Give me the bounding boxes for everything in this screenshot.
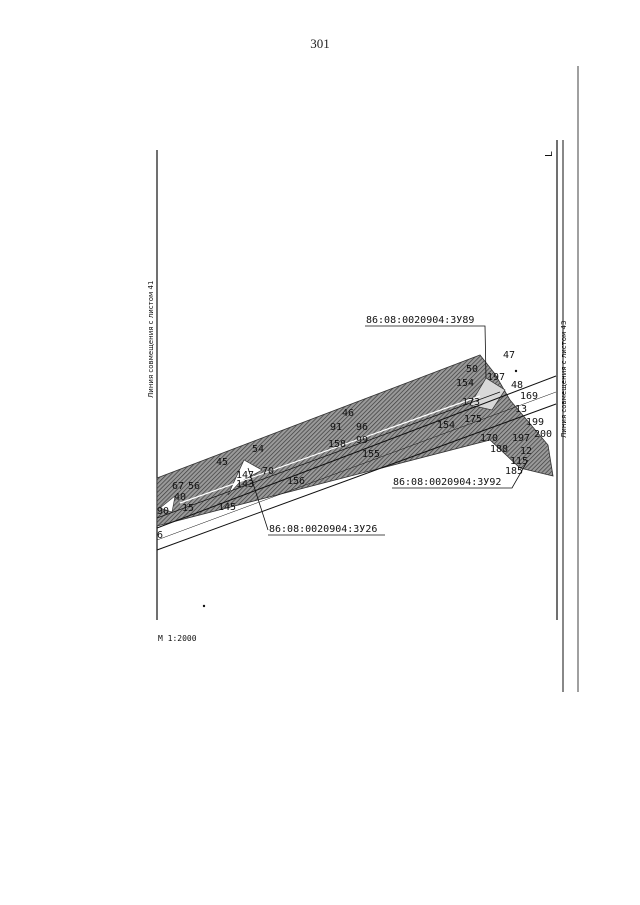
point-label: 197 xyxy=(487,372,505,383)
point-label: 145 xyxy=(218,502,236,513)
point-label: 147 xyxy=(236,470,254,481)
point-label: 185 xyxy=(505,466,523,477)
point-label: 155 xyxy=(362,449,380,460)
parcel-notch-left xyxy=(159,495,176,513)
point-label: 197 xyxy=(512,433,530,444)
point-label: 170 xyxy=(480,433,498,444)
point-label: 50 xyxy=(466,364,478,375)
point-label: 45 xyxy=(216,457,228,468)
point-label: 67 xyxy=(172,481,184,492)
point-label: 143 xyxy=(236,479,254,490)
corner-mark: L xyxy=(544,151,555,157)
cadastral-label-3y89: 86:08:0020904:3У89 xyxy=(366,315,474,326)
strip-line-5 xyxy=(156,391,557,541)
point-label: 12 xyxy=(520,446,532,457)
point-label: 15 xyxy=(182,503,194,514)
marker-dot xyxy=(514,369,518,373)
left-match-line-label: Линия совмещения с листом 41 xyxy=(147,281,155,398)
point-label: 115 xyxy=(510,456,528,467)
point-label: 188 xyxy=(490,444,508,455)
point-label: 54 xyxy=(252,444,264,455)
strip-line-2 xyxy=(156,403,557,551)
cadastral-label-3y92: 86:08:0020904:3У92 xyxy=(393,477,501,488)
point-label: 158 xyxy=(328,439,346,450)
point-label: 173 xyxy=(462,397,480,408)
point-label: 56 xyxy=(188,481,200,492)
point-label: 154 xyxy=(437,420,455,431)
cadastral-label-3y26: 86:08:0020904:3У26 xyxy=(269,524,377,535)
point-label: 169 xyxy=(520,391,538,402)
point-label: 47 xyxy=(503,350,515,361)
strip-line-3 xyxy=(156,391,501,519)
point-label: 6 xyxy=(157,530,163,541)
scale-label: М 1:2000 xyxy=(158,634,197,643)
point-label: 90 xyxy=(157,506,169,517)
point-label: 200 xyxy=(534,429,552,440)
strip-line-1 xyxy=(156,375,557,529)
leader-3y89 xyxy=(365,325,487,379)
point-label: 46 xyxy=(342,408,354,419)
point-label: 199 xyxy=(526,417,544,428)
point-label: 70 xyxy=(262,466,274,477)
parcel-notch-right xyxy=(469,377,506,411)
point-label: 99 xyxy=(356,435,368,446)
point-label: 96 xyxy=(356,422,368,433)
point-label: 91 xyxy=(330,422,342,433)
point-label: 40 xyxy=(174,492,186,503)
right-match-line-label: Линия совмещения с листом 43 xyxy=(560,321,568,438)
marker-dot xyxy=(202,604,206,608)
point-label: 48 xyxy=(511,380,523,391)
page-number: 301 xyxy=(310,36,330,51)
leader-3y26-diag xyxy=(247,467,269,531)
leader-3y92 xyxy=(392,459,529,489)
point-label: 154 xyxy=(456,378,474,389)
strip-line-4 xyxy=(179,395,481,504)
parcel-notch-mid xyxy=(227,459,263,496)
point-label: 13 xyxy=(515,404,527,415)
point-label: 156 xyxy=(287,476,305,487)
point-label: 175 xyxy=(464,414,482,425)
